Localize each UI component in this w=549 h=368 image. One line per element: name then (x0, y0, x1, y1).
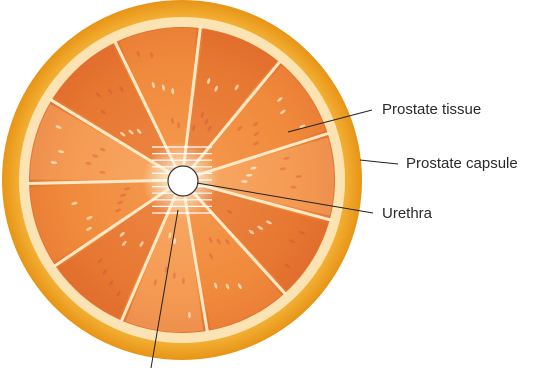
urethra-circle (168, 166, 198, 196)
label-prostate-tissue: Prostate tissue (382, 102, 481, 117)
label-prostate-capsule: Prostate capsule (406, 156, 518, 171)
label-urethra: Urethra (382, 206, 432, 221)
leader-prostate-capsule (360, 160, 398, 164)
